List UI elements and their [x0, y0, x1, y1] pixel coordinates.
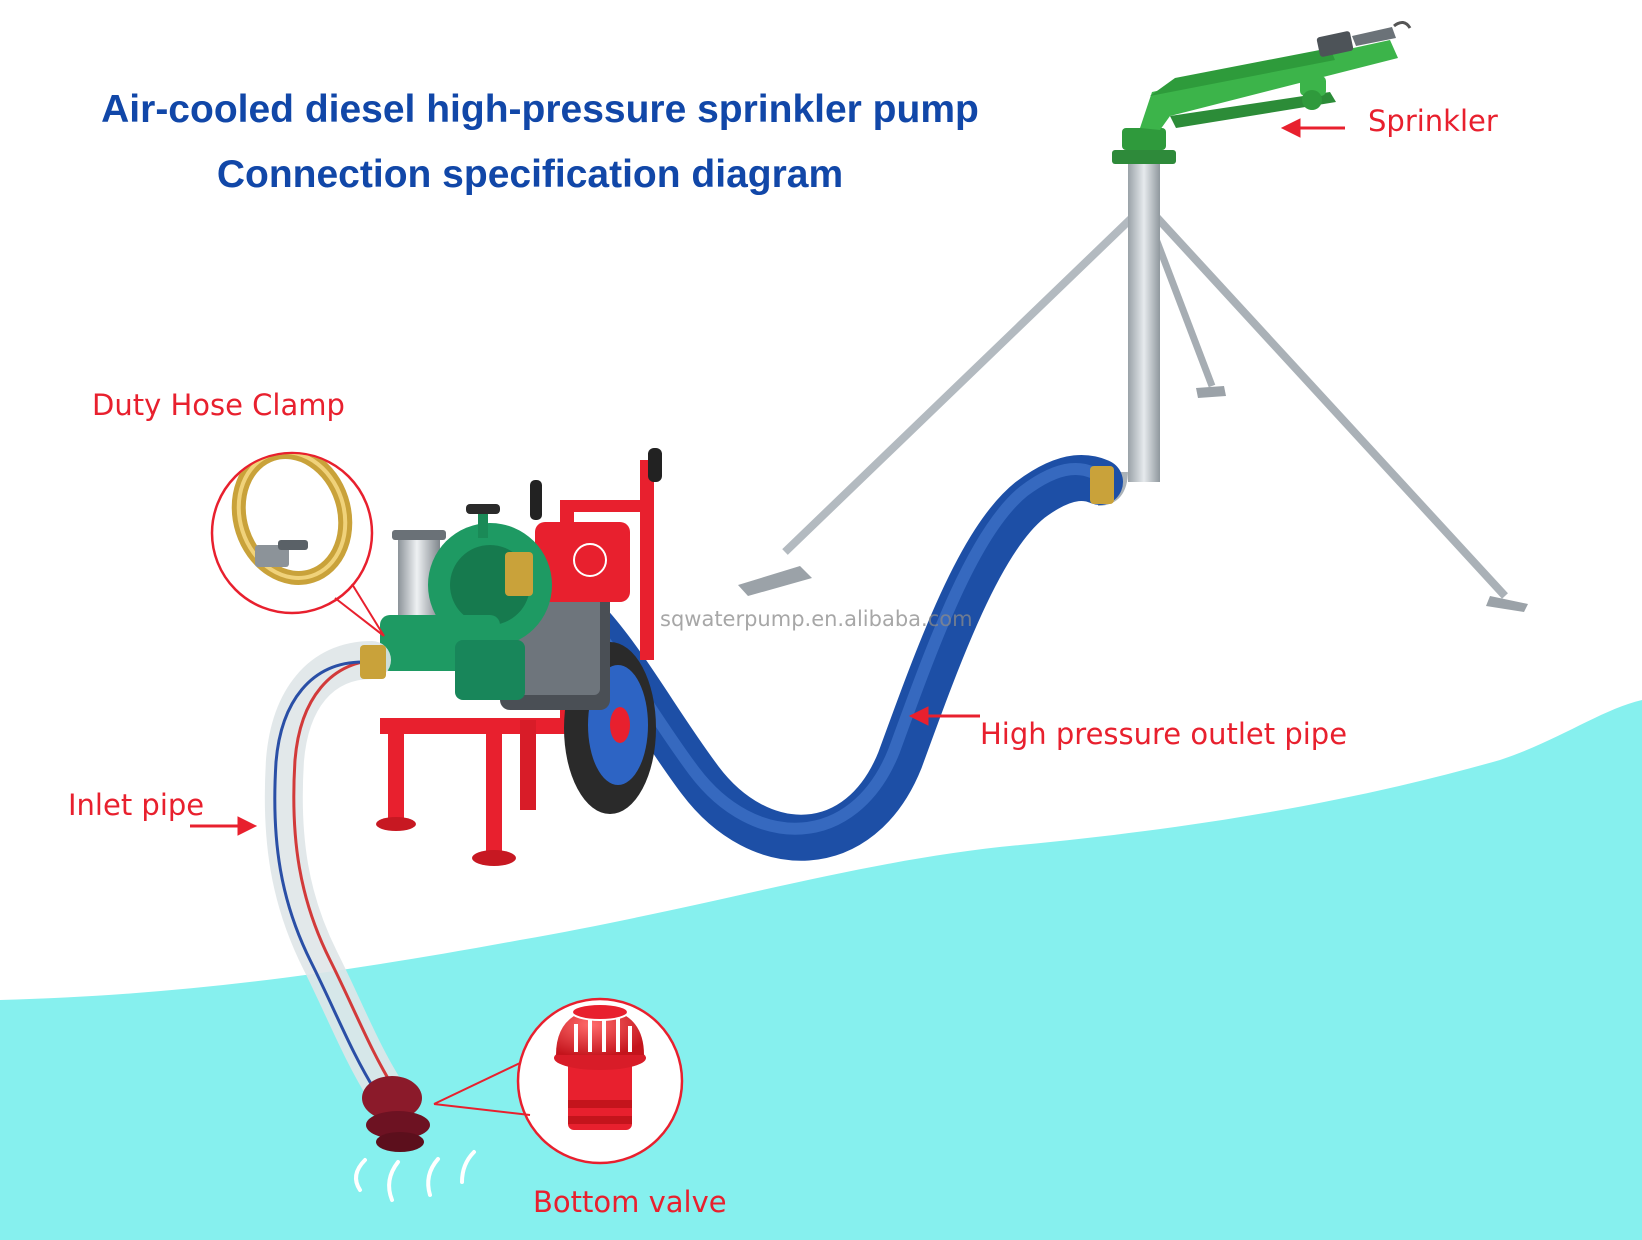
diagram-title-line-1: Air-cooled diesel high-pressure sprinkle… [101, 88, 979, 131]
tripod-stand [738, 207, 1528, 612]
bottom-valve-inset [433, 997, 684, 1165]
riser-pipe [1098, 150, 1176, 506]
label-high-pressure-outlet-pipe: High pressure outlet pipe [980, 717, 1348, 751]
label-sprinkler: Sprinkler [1368, 104, 1498, 138]
hose-coupling [1090, 466, 1114, 504]
pointer-arrows [190, 118, 1345, 836]
foot-valve [362, 1076, 430, 1152]
inlet-clamp [360, 645, 386, 679]
green-pump [380, 504, 552, 700]
watermark: sqwaterpump.en.alibaba.com [660, 607, 973, 631]
diagram-title-line-2: Connection specification diagram [216, 153, 844, 196]
inlet-pipe [264, 641, 404, 1109]
pump-frame [376, 448, 662, 866]
label-duty-hose-clamp: Duty Hose Clamp [92, 388, 345, 422]
label-bottom-valve: Bottom valve [533, 1185, 727, 1219]
suction-arrows [354, 1150, 476, 1202]
water-area [0, 700, 1642, 1240]
label-inlet-pipe: Inlet pipe [68, 788, 205, 822]
hose-clamp-inset [210, 451, 385, 637]
sprinkler-gun [1122, 21, 1412, 150]
